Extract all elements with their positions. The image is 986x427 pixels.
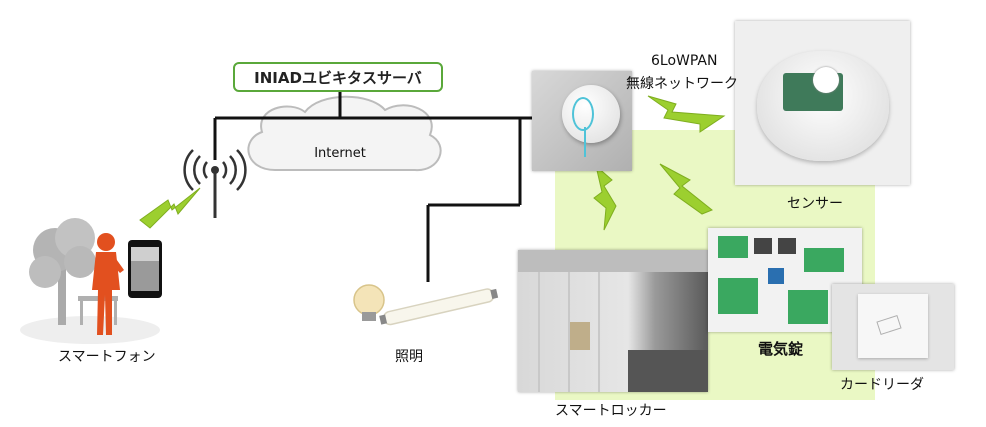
person-illustration <box>92 233 124 335</box>
lightning-bolt-icon <box>647 95 726 133</box>
smart-locker-label: スマートロッカー <box>555 403 667 419</box>
network-label-line1: 6LoWPAN <box>651 53 718 69</box>
sensor-photo <box>735 21 910 185</box>
card-reader-label: カードリーダ <box>840 377 924 393</box>
server-box: INIADユビキタスサーバ <box>233 62 443 92</box>
smartphone-icon <box>128 240 162 298</box>
lightning-bolt-icon <box>593 164 617 231</box>
network-wires <box>213 92 532 282</box>
tree-illustration <box>20 218 160 344</box>
lightning-bolt-icon <box>139 187 201 229</box>
smart-locker-photo <box>518 250 708 392</box>
electric-lock-label: 電気錠 <box>758 340 804 358</box>
lightning-bolt-icon <box>659 163 713 215</box>
lighting-label: 照明 <box>395 349 423 365</box>
internet-label: Internet <box>314 146 366 161</box>
network-label-line2: 無線ネットワーク <box>626 76 738 92</box>
light-bulb-icon <box>353 284 385 321</box>
server-label: INIADユビキタスサーバ <box>254 68 422 87</box>
hub-device-photo <box>532 71 632 171</box>
card-reader-photo <box>832 284 954 370</box>
fluorescent-tube-icon <box>379 288 499 326</box>
sensor-label: センサー <box>787 196 843 212</box>
electric-lock-photo <box>708 228 862 332</box>
wifi-antenna-icon <box>183 149 247 218</box>
cloud-icon <box>247 95 442 172</box>
smartphone-label: スマートフォン <box>58 349 156 365</box>
